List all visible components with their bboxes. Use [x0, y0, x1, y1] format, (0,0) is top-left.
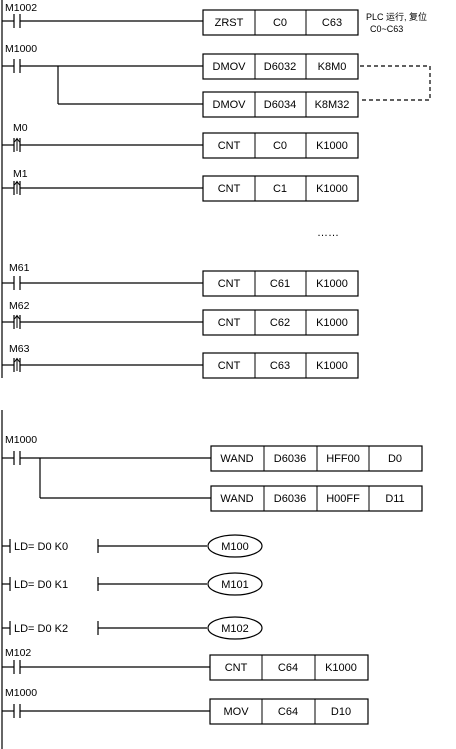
instruction-arg: C61: [270, 278, 290, 290]
instruction-op: CNT: [218, 317, 241, 329]
instruction-box: [202, 175, 359, 202]
instruction-arg: K1000: [316, 278, 348, 290]
instruction-box: [209, 654, 369, 681]
instruction-arg: K1000: [316, 360, 348, 372]
rung-13: M1000 MOV C64 D10: [2, 687, 369, 725]
instruction-arg: K1000: [316, 317, 348, 329]
instruction-op: CNT: [218, 278, 241, 290]
instruction-arg: C1: [273, 183, 287, 195]
contact-label: M1000: [5, 434, 37, 446]
instruction-arg: C0: [273, 17, 287, 29]
compare-label: LD= D0 K1: [14, 579, 68, 591]
contact-label: M1000: [5, 687, 37, 699]
output-coil: [207, 616, 263, 640]
comment-line-2: C0~C63: [370, 24, 403, 34]
instruction-box: [202, 9, 359, 36]
instruction-box: [202, 270, 359, 297]
instruction-arg: D6036: [274, 453, 306, 465]
instruction-arg: D10: [331, 706, 351, 718]
output-coil: [207, 572, 263, 596]
instruction-op: CNT: [218, 360, 241, 372]
rung-10: LD= D0 K1 M101: [2, 572, 263, 596]
instruction-arg: H00FF: [326, 493, 360, 505]
rung-11: LD= D0 K2 M102: [2, 616, 263, 640]
instruction-op: CNT: [225, 662, 248, 674]
instruction-arg: HFF00: [326, 453, 360, 465]
contact-label: M102: [5, 647, 31, 659]
compare-label: LD= D0 K0: [14, 541, 68, 553]
rising-edge-icon: [14, 137, 20, 151]
dashed-link: [360, 65, 431, 101]
instruction-arg: D6036: [274, 493, 306, 505]
contact-label: M63: [9, 343, 30, 355]
instruction-arg: K1000: [325, 662, 357, 674]
instruction-arg: D6034: [264, 99, 296, 111]
instruction-arg: C64: [278, 706, 298, 718]
rising-edge-icon: [14, 180, 20, 194]
rung-9: LD= D0 K0 M100: [2, 534, 263, 558]
instruction-box: [202, 53, 359, 80]
instruction-arg: C0: [273, 140, 287, 152]
coil-label: M102: [221, 623, 249, 635]
rung-7: M63 CNT C63 K1000: [2, 343, 359, 379]
output-coil: [207, 534, 263, 558]
instruction-box: [202, 352, 359, 379]
rung-2: M1000 DMOV D6032 K8M0 DMOV D6034 K8M32: [2, 43, 431, 118]
rising-edge-icon: [14, 357, 20, 371]
instruction-op: DMOV: [213, 61, 247, 73]
instruction-op: CNT: [218, 140, 241, 152]
instruction-op: ZRST: [215, 17, 244, 29]
rung-6: M62 CNT C62 K1000: [2, 300, 359, 336]
rung-5: M61 CNT C61 K1000: [2, 262, 359, 297]
instruction-arg: D6032: [264, 61, 296, 73]
contact-label: M1: [13, 168, 28, 180]
rung-4: M1 CNT C1 K1000: [2, 168, 359, 202]
instruction-op: MOV: [223, 706, 249, 718]
instruction-box: [209, 698, 369, 725]
instruction-box: [202, 132, 359, 159]
coil-label: M100: [221, 541, 249, 553]
coil-label: M101: [221, 579, 249, 591]
instruction-arg: C63: [322, 17, 342, 29]
instruction-arg: D0: [388, 453, 402, 465]
instruction-arg: K8M32: [315, 99, 350, 111]
instruction-arg: C62: [270, 317, 290, 329]
instruction-box: [202, 309, 359, 336]
instruction-op: WAND: [220, 453, 253, 465]
instruction-arg: D11: [385, 493, 404, 505]
rung-12: M102 CNT C64 K1000: [2, 647, 369, 681]
contact-label: M0: [13, 122, 28, 134]
contact-label: M62: [9, 300, 30, 312]
compare-label: LD= D0 K2: [14, 623, 68, 635]
contact-label: M1002: [5, 2, 37, 14]
instruction-arg: K1000: [316, 140, 348, 152]
instruction-op: WAND: [220, 493, 253, 505]
contact-label: M1000: [5, 43, 37, 55]
instruction-arg: K8M0: [318, 61, 347, 73]
instruction-box: [202, 91, 359, 118]
rung-3: M0 CNT C0 K1000: [2, 122, 359, 159]
comment-line-1: PLC 运行, 复位: [366, 11, 427, 22]
instruction-op: DMOV: [213, 99, 247, 111]
instruction-arg: C64: [278, 662, 298, 674]
rising-edge-icon: [14, 314, 20, 328]
instruction-op: CNT: [218, 183, 241, 195]
rung-8: M1000 WAND D6036 HFF00 D0 WAND D6036 H00…: [2, 434, 423, 512]
contact-label: M61: [9, 262, 30, 274]
ellipsis: ……: [317, 227, 339, 239]
instruction-arg: K1000: [316, 183, 348, 195]
instruction-arg: C63: [270, 360, 290, 372]
rung-1: M1002 ZRST C0 C63 PLC 运行, 复位 C0~C63: [2, 2, 427, 36]
